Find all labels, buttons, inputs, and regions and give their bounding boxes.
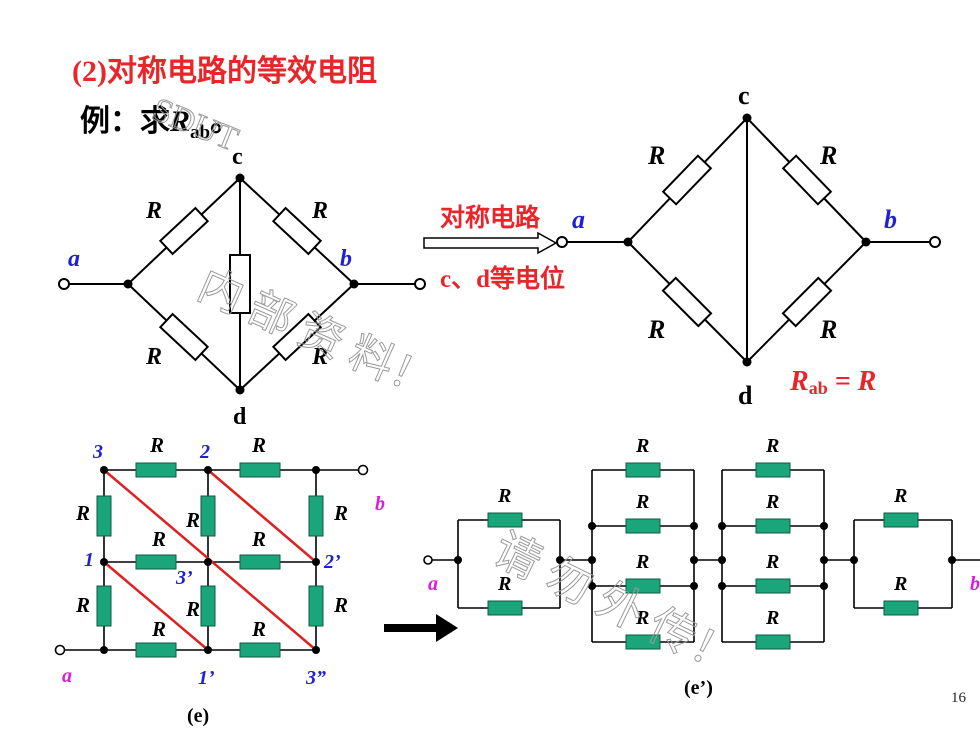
e-node-2p: 2’ (323, 551, 341, 573)
node-d-label-b: d (738, 381, 753, 410)
e-node-1p: 1’ (198, 667, 215, 689)
diagram-e2-labels: R R R R R R R R R R R R a b (e’) (428, 435, 980, 699)
e2-r-2d: R (635, 607, 649, 629)
e2-r-3d: R (765, 607, 779, 629)
resistor-ac (158, 206, 210, 256)
e-r-mid-1: R (151, 527, 166, 551)
e-r-top-1: R (149, 433, 164, 457)
e-node-3: 3 (92, 441, 103, 463)
e2-r-3c: R (765, 551, 779, 573)
diagram-a-bridge (58, 177, 426, 391)
node-a-label-b: a (572, 205, 585, 234)
node-b-label: b (340, 246, 352, 272)
node-b-label-b: b (884, 205, 897, 234)
e-r-right-1: R (333, 501, 348, 525)
e-r-right-2: R (333, 593, 348, 617)
e-r-bot-2: R (251, 617, 266, 641)
diagram-a-junctions (123, 173, 359, 395)
watermark-mid: 内 部 资 料！ (191, 260, 442, 408)
note-line2: c、d等电位 (440, 264, 565, 293)
diagram-b-bridge (556, 117, 941, 363)
caption-e: (e) (187, 705, 209, 727)
e2-r-3a: R (765, 435, 779, 457)
example-statement: 例：求Rab。 (80, 96, 240, 144)
e-node-1: 1 (84, 549, 94, 571)
e-r-top-2: R (251, 433, 266, 457)
resistor-b-ac (661, 154, 713, 206)
r-label-b-ad: R (647, 315, 665, 344)
node-c-label-b: c (738, 81, 750, 110)
r-label-b-cb: R (819, 141, 837, 170)
e-terminal-a: a (62, 665, 72, 687)
resistor-b-cb (781, 154, 833, 206)
r-label-cb: R (311, 198, 328, 224)
terminal-b (414, 278, 426, 290)
caption-e2: (e’) (684, 677, 713, 699)
transform-arrow: 对称电路 c、d等电位 (423, 204, 565, 293)
e2-r-2c: R (635, 551, 649, 573)
node-a-label: a (68, 246, 80, 272)
page-number: 16 (951, 690, 966, 706)
e2-r-4b: R (893, 573, 907, 595)
resistor-b-ad (661, 276, 713, 328)
e2-terminal-b: b (970, 573, 980, 595)
terminal-a (58, 278, 70, 290)
e-node-3pp: 3” (305, 667, 326, 689)
diagram-b-labels: c d a b R R R R Rab = R (572, 81, 897, 410)
r-label-b-db: R (819, 315, 837, 344)
resistor-ad (158, 312, 210, 362)
example-suffix: 。 (210, 105, 241, 138)
node-d-label: d (233, 404, 247, 430)
r-label-ac: R (145, 198, 162, 224)
watermark-top: SDUT (147, 91, 243, 159)
e-r-bot-1: R (151, 617, 166, 641)
slide-title: (2)对称电路的等效电阻 (72, 55, 377, 88)
e2-r-3b: R (765, 491, 779, 513)
r-label-db: R (311, 344, 328, 370)
diagram-a-labels: c d a b R R R R (68, 144, 352, 430)
e2-r-1b: R (497, 573, 511, 595)
watermark-low: 请 勿 外 传！ (486, 523, 746, 685)
diagram-e-resistors (96, 462, 324, 658)
e-node-3p: 3’ (175, 567, 193, 589)
resistor-cd (229, 254, 251, 314)
example-var: R (170, 105, 191, 138)
e2-r-2b: R (635, 491, 649, 513)
resistor-db (271, 312, 323, 362)
diagram-e2-junctions (454, 522, 956, 590)
example-prefix: 例：求 (80, 105, 170, 138)
resistor-b-db (781, 276, 833, 328)
e-r-center-2: R (185, 597, 200, 621)
result-equation: Rab = R (789, 366, 876, 398)
big-arrow-icon (384, 614, 458, 642)
diagram-e2-resistors (487, 462, 919, 650)
e-r-left-2: R (75, 593, 90, 617)
diagram-e-junctions (100, 466, 320, 654)
e2-r-1a: R (497, 485, 511, 507)
note-line1: 对称电路 (440, 204, 541, 232)
diagram-e-labels: R R R R R R R R R R R R 3 2 1 3’ 2’ 1’ 3… (62, 433, 385, 727)
e-r-center-1: R (185, 508, 200, 532)
e2-terminal-a: a (428, 573, 438, 595)
diagram-b-junctions (623, 113, 871, 367)
e-terminal-b: b (375, 493, 385, 515)
e-r-left-1: R (75, 501, 90, 525)
e2-r-2a: R (635, 435, 649, 457)
r-label-ad: R (145, 344, 162, 370)
e2-r-4a: R (893, 485, 907, 507)
r-label-b-ac: R (647, 141, 665, 170)
resistor-cb (271, 206, 323, 256)
e-r-mid-2: R (251, 527, 266, 551)
node-c-label: c (232, 144, 243, 170)
example-sub: ab (190, 122, 211, 143)
e-node-2: 2 (199, 441, 210, 463)
